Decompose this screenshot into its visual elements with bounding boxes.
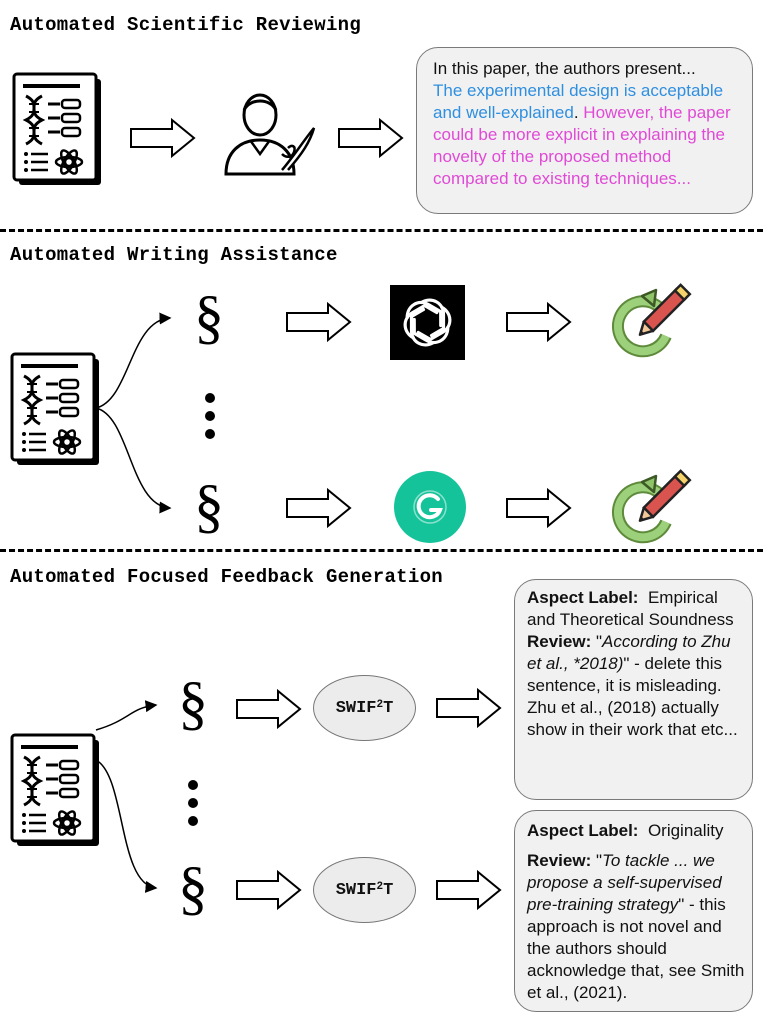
section-divider xyxy=(0,549,763,552)
paper-document-icon xyxy=(10,733,101,848)
ellipsis-dot xyxy=(205,411,215,421)
review-comment: - delete this sentence, it is misleading… xyxy=(527,654,738,739)
feedback-bubble-2: Aspect Label: Originality Review: "To ta… xyxy=(514,810,753,1012)
review-comment: - this approach is not novel and the aut… xyxy=(527,895,745,1002)
section-symbol: § xyxy=(194,284,224,350)
right-arrow-icon xyxy=(506,489,571,527)
ellipsis-dot xyxy=(188,780,198,790)
ellipsis-dot xyxy=(188,816,198,826)
review-quote: According to Zhu et al., *2018) xyxy=(527,632,731,673)
model-name-base: SWIF xyxy=(335,880,377,900)
right-arrow-icon xyxy=(236,690,301,728)
openai-logo-icon xyxy=(390,285,465,360)
section-symbol: § xyxy=(178,855,208,921)
section-divider xyxy=(0,229,763,232)
review-key: Review: xyxy=(527,851,592,870)
review-key: Review: xyxy=(527,632,592,651)
model-name-superscript: 2 xyxy=(376,881,384,893)
section-title-reviewing: Automated Scientific Reviewing xyxy=(10,14,362,36)
model-name-base: SWIF xyxy=(335,698,377,718)
right-arrow-icon xyxy=(286,303,351,341)
right-arrow-icon xyxy=(506,303,571,341)
right-arrow-icon xyxy=(436,871,501,909)
ellipsis-dot xyxy=(205,429,215,439)
quote-close: " xyxy=(623,654,630,673)
grammarly-logo-icon xyxy=(394,471,466,543)
section-title-writing: Automated Writing Assistance xyxy=(10,244,338,266)
section-symbol: § xyxy=(178,670,208,736)
review-intro-text: In this paper, the authors present... xyxy=(433,59,696,78)
right-arrow-icon xyxy=(436,689,501,727)
review-output-bubble: In this paper, the authors present... Th… xyxy=(416,47,753,214)
section-title-feedback: Automated Focused Feedback Generation xyxy=(10,566,443,588)
aspect-label-key: Aspect Label: xyxy=(527,588,639,607)
right-arrow-icon xyxy=(286,489,351,527)
review-positive-text: The experimental design is acceptable an… xyxy=(433,81,724,122)
model-name-suffix: T xyxy=(383,698,394,718)
reviewer-icon xyxy=(224,93,316,176)
aspect-label-value: Originality xyxy=(647,821,724,840)
quote-close: " xyxy=(678,895,685,914)
model-name-suffix: T xyxy=(383,880,394,900)
review-negative-text: However, the paper could be more explici… xyxy=(433,103,731,188)
quote-open: " xyxy=(595,632,603,651)
ellipsis-dot xyxy=(205,393,215,403)
review-period: . xyxy=(573,103,579,122)
ellipsis-dot xyxy=(188,798,198,808)
aspect-label-key: Aspect Label: xyxy=(527,821,639,840)
quote-open: " xyxy=(595,851,603,870)
section-symbol: § xyxy=(194,473,224,539)
edit-pencil-icon xyxy=(608,286,688,362)
model-name-superscript: 2 xyxy=(376,699,384,711)
aspect-label-value: Empirical and Theoretical Soundness xyxy=(527,588,734,629)
review-quote: To tackle ... we propose a self-supervis… xyxy=(527,851,722,914)
feedback-bubble-1: Aspect Label: Empirical and Theoretical … xyxy=(514,579,753,800)
edit-pencil-icon xyxy=(608,472,688,548)
right-arrow-icon xyxy=(236,871,301,909)
